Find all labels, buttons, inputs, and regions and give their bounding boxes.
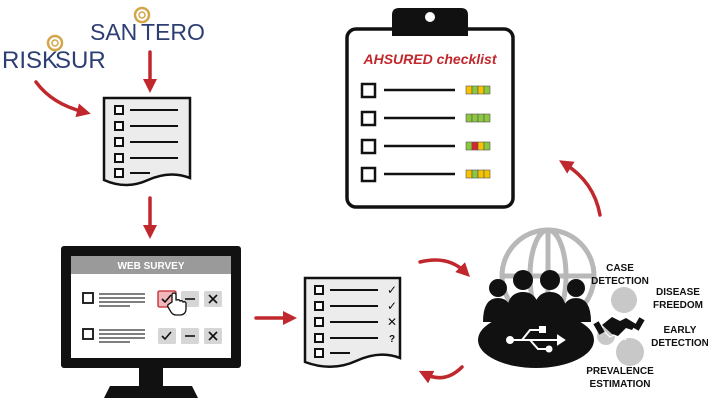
monitor-neck: [139, 368, 163, 386]
santero-logo-text-part1: SAN: [90, 19, 137, 45]
objective-early-detection-line1: EARLY: [664, 325, 697, 336]
rating-cell: [483, 113, 491, 123]
response-mark-4: ?: [389, 334, 395, 345]
risksur-logo-text-part2: SUR: [55, 47, 106, 74]
handshake-icon: [593, 317, 645, 341]
risksur-emblem-icon: [46, 34, 64, 52]
response-mark-2: ✓: [387, 299, 397, 313]
rating-cell: [471, 141, 479, 151]
santero-logo: SAN TERO: [90, 6, 205, 45]
objective-early-detection-line2: DETECTION: [651, 338, 708, 349]
objective-disease-freedom-line1: DISEASE: [656, 287, 700, 298]
rating-cell: [471, 169, 479, 179]
checklist-checkbox: [360, 110, 377, 127]
clipboard-clip-hole: [425, 12, 435, 22]
rating-cell: [477, 169, 485, 179]
checklist-title: AHSURED checklist: [362, 51, 497, 67]
objective-case-detection-line1: CASE: [606, 263, 634, 274]
responses-document-icon: ✓ ✓ ✕ ?: [303, 276, 402, 368]
logo-arrows: [34, 50, 157, 118]
cycle-arrows: [418, 160, 602, 384]
close-icon: [208, 294, 218, 304]
expert-panel: CASE DETECTION DISEASE FREEDOM EARLY DET…: [478, 227, 708, 390]
objective-prevalence-estimation-line1: PREVALENCE: [586, 366, 654, 377]
checklist-checkbox: [360, 138, 377, 155]
monitor-base: [104, 386, 198, 398]
check-icon: [161, 294, 172, 304]
rating-cell: [465, 85, 473, 95]
survey-title: WEB SURVEY: [117, 261, 184, 272]
checklist-checkbox: [360, 82, 377, 99]
arrow-panel-to-checklist: [559, 160, 602, 217]
check-icon: [161, 331, 172, 341]
objective-case-detection-line2: DETECTION: [591, 276, 649, 287]
rating-cell: [471, 85, 479, 95]
santero-emblem-icon: [133, 6, 151, 24]
usb-icon: [506, 326, 566, 353]
rating-cell: [477, 85, 485, 95]
survey-row-checkbox: [82, 328, 94, 340]
arrow-risksur-to-document: [34, 80, 91, 118]
web-survey-monitor: WEB SURVEY: [61, 246, 241, 398]
risksur-logo-text-part1: RISK: [2, 47, 58, 74]
objective-prevalence-estimation-line2: ESTIMATION: [590, 379, 651, 390]
rating-cell: [465, 169, 473, 179]
rating-cell: [483, 85, 491, 95]
arrow-panel-to-responses: [418, 365, 464, 384]
survey-title-bar: [71, 256, 231, 274]
risksur-logo: RISK SUR: [2, 34, 106, 74]
rating-cell: [477, 113, 485, 123]
rating-cell: [483, 169, 491, 179]
objective-disease-freedom-line2: FREEDOM: [653, 300, 703, 311]
response-mark-1: ✓: [387, 283, 397, 297]
survey-row-checkbox: [82, 292, 94, 304]
rating-cell: [465, 113, 473, 123]
ahsured-clipboard: AHSURED checklist: [345, 8, 515, 209]
santero-logo-text-part2: TERO: [141, 19, 205, 45]
response-mark-3: ✕: [387, 315, 397, 329]
rating-cell: [471, 113, 479, 123]
checklist-checkbox: [360, 166, 377, 183]
rating-cell: [465, 141, 473, 151]
checklist-ratings: [465, 85, 491, 179]
people-icon: [483, 270, 591, 322]
rating-cell: [477, 141, 485, 151]
arrow-responses-to-panel: [418, 258, 470, 277]
questionnaire-document-icon: [102, 96, 192, 187]
rating-cell: [483, 141, 491, 151]
pointer-hand-icon: [167, 292, 187, 316]
gear-icon: [597, 287, 644, 366]
close-icon: [208, 331, 218, 341]
